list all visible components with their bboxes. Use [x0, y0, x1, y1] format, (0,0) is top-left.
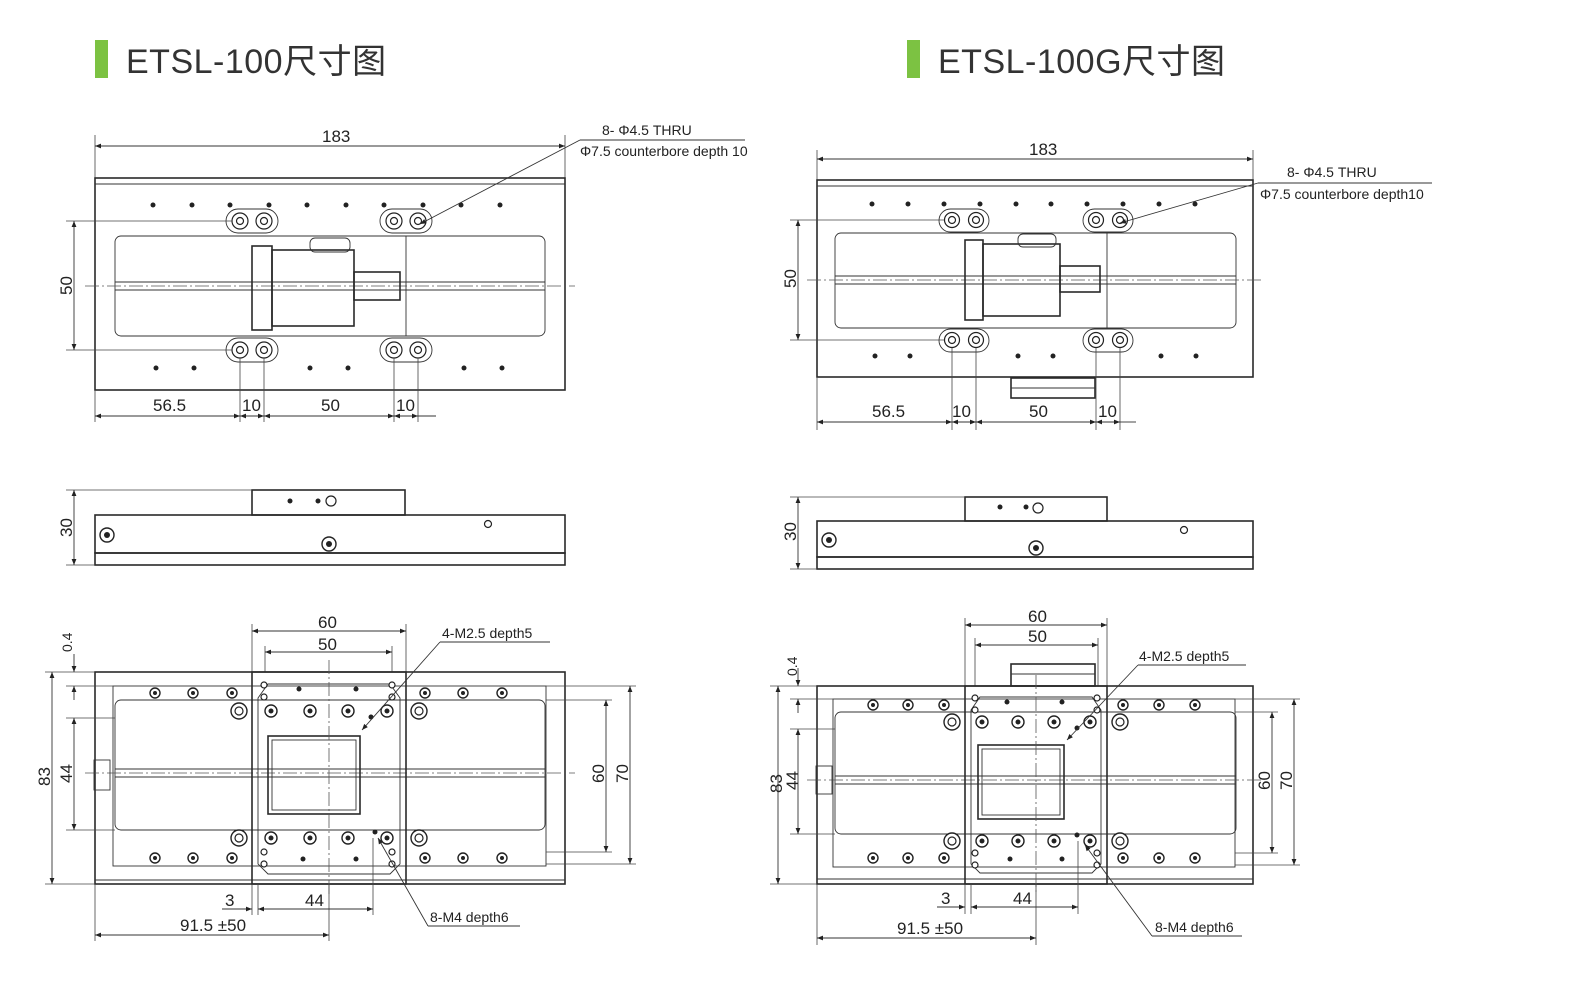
left-top-view: 183 — [57, 122, 748, 422]
right-bottom-dim-3: 3 — [941, 889, 950, 908]
right-bottom-dim-60-right: 60 — [1255, 771, 1274, 790]
left-bottom-dim-60-right: 60 — [589, 764, 608, 783]
right-bottom-view: 60 50 — [767, 607, 1300, 945]
right-top-hole-note-1: 8- Φ4.5 THRU — [1287, 164, 1377, 180]
right-side-height-dim: 30 — [781, 522, 800, 541]
right-bottom-dim-44-vertical: 44 — [783, 771, 802, 790]
right-bottom-dim-60: 60 — [1028, 607, 1047, 626]
right-top-dim-10-a: 10 — [952, 402, 971, 421]
right-title-accent-bar — [907, 39, 920, 78]
left-top-hole-note-1: 8- Φ4.5 THRU — [602, 122, 692, 138]
left-title: ETSL-100尺寸图 — [126, 43, 387, 81]
right-top-dim-50: 50 — [1029, 402, 1048, 421]
left-top-dim-50: 50 — [321, 396, 340, 415]
left-bottom-dim-83: 83 — [35, 767, 54, 786]
left-bottom-dim-60: 60 — [318, 613, 337, 632]
left-bottom-note-m4: 8-M4 depth6 — [430, 909, 509, 925]
left-side-height-dim: 30 — [57, 518, 76, 537]
left-title-block: ETSL-100尺寸图 — [95, 34, 387, 83]
right-bottom-dim-83: 83 — [767, 774, 786, 793]
left-bottom-view: 60 50 — [35, 613, 636, 941]
right-bottom-dim-stroke: 91.5 ±50 — [897, 919, 963, 938]
right-bottom-dim-50: 50 — [1028, 627, 1047, 646]
left-bottom-dim-0-4: 0.4 — [59, 632, 75, 652]
left-bottom-note-m2-5: 4-M2.5 depth5 — [442, 625, 532, 641]
left-top-height-dim: 50 — [57, 276, 76, 295]
left-bottom-dim-44-horizontal: 44 — [305, 891, 324, 910]
right-side-view: 30 — [781, 496, 1254, 570]
right-bottom-dim-70-right: 70 — [1277, 771, 1296, 790]
left-bottom-dim-44-vertical: 44 — [57, 764, 76, 783]
left-side-view: 30 — [57, 489, 566, 566]
left-top-dim-10-b: 10 — [396, 396, 415, 415]
left-bottom-dim-50: 50 — [318, 635, 337, 654]
right-title-block: ETSL-100G尺寸图 — [907, 34, 1226, 83]
left-top-dim-56-5: 56.5 — [153, 396, 186, 415]
right-top-hole-note-2: Φ7.5 counterbore depth10 — [1260, 186, 1424, 202]
left-bottom-dim-stroke: 91.5 ±50 — [180, 916, 246, 935]
right-top-height-dim: 50 — [781, 269, 800, 288]
right-drawing: 183 — [767, 140, 1432, 945]
right-bottom-note-m4: 8-M4 depth6 — [1155, 919, 1234, 935]
left-top-overall-length: 183 — [322, 127, 350, 146]
left-title-accent-bar — [95, 39, 108, 78]
right-top-overall-length: 183 — [1029, 140, 1057, 159]
left-drawing: 183 — [35, 122, 748, 941]
right-bottom-note-m2-5: 4-M2.5 depth5 — [1139, 648, 1229, 664]
right-top-dim-10-b: 10 — [1098, 402, 1117, 421]
left-top-dim-10-a: 10 — [242, 396, 261, 415]
left-bottom-dim-3: 3 — [225, 891, 234, 910]
left-top-hole-note-2: Φ7.5 counterbore depth 10 — [580, 143, 748, 159]
left-bottom-dim-70-right: 70 — [613, 764, 632, 783]
right-top-view: 183 — [781, 140, 1432, 430]
right-bottom-dim-0-4: 0.4 — [784, 656, 800, 676]
right-title: ETSL-100G尺寸图 — [938, 43, 1226, 81]
right-bottom-dim-44-horizontal: 44 — [1013, 889, 1032, 908]
right-top-dim-56-5: 56.5 — [872, 402, 905, 421]
